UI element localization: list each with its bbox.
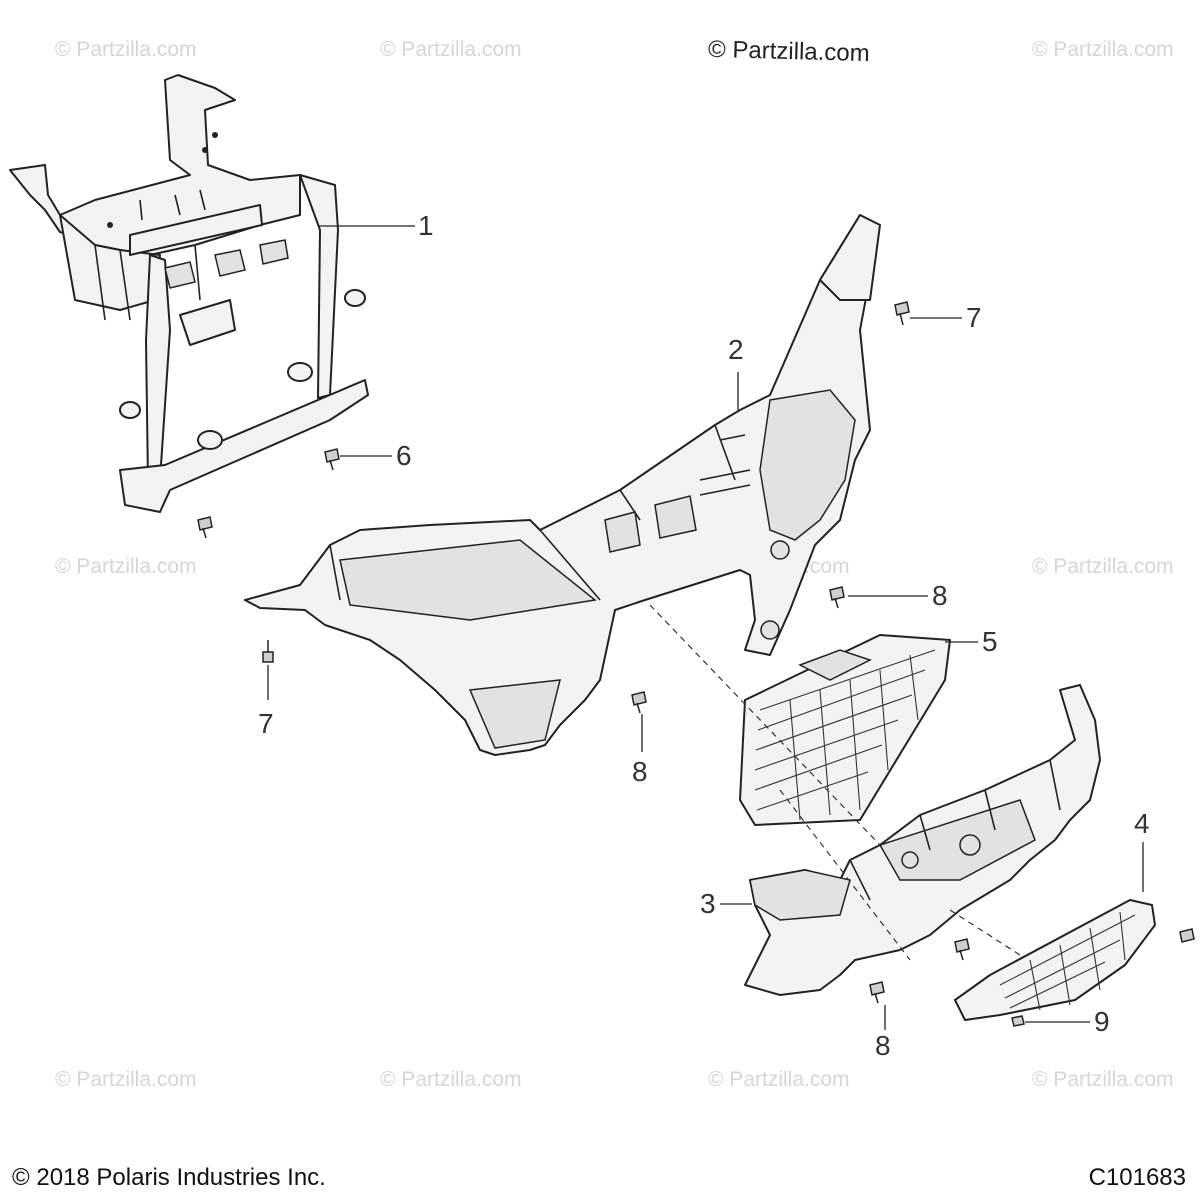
fasteners [197, 301, 1195, 1027]
callout-8: 8 [632, 756, 648, 787]
part-1-frame [9, 74, 369, 513]
callout-9: 9 [1094, 1006, 1110, 1037]
callout-2: 2 [728, 334, 744, 365]
diagram-code: C101683 [1088, 1164, 1186, 1191]
part-5-grille [739, 634, 951, 826]
callout-1: 1 [418, 210, 434, 241]
watermark: © Partzilla.com [55, 1068, 197, 1091]
callout-8: 8 [932, 580, 948, 611]
callout-4: 4 [1134, 808, 1150, 839]
part-4-lower-panel [954, 899, 1156, 1021]
callout-7: 7 [258, 708, 274, 739]
watermark: © Partzilla.com [1032, 555, 1174, 578]
callout-8: 8 [875, 1030, 891, 1061]
copyright-text: © 2018 Polaris Industries Inc. [12, 1164, 326, 1191]
part-2-front-fascia [244, 214, 881, 756]
callout-6: 6 [396, 440, 412, 471]
watermark: © Partzilla.com [380, 38, 522, 61]
callout-5: 5 [982, 626, 998, 657]
watermark: © Partzilla.com [708, 1068, 850, 1091]
watermark: © Partzilla.com [55, 555, 197, 578]
part-3-lower-bracket [744, 684, 1101, 996]
leader-lines [267, 225, 1144, 1030]
watermark: © Partzilla.com [380, 1068, 522, 1091]
watermark: © Partzilla.com [1032, 38, 1174, 61]
watermark: © Partzilla.com [1032, 1068, 1174, 1091]
callout-3: 3 [700, 888, 716, 919]
callout-7: 7 [966, 302, 982, 333]
watermark: © Partzilla.com [55, 38, 197, 61]
